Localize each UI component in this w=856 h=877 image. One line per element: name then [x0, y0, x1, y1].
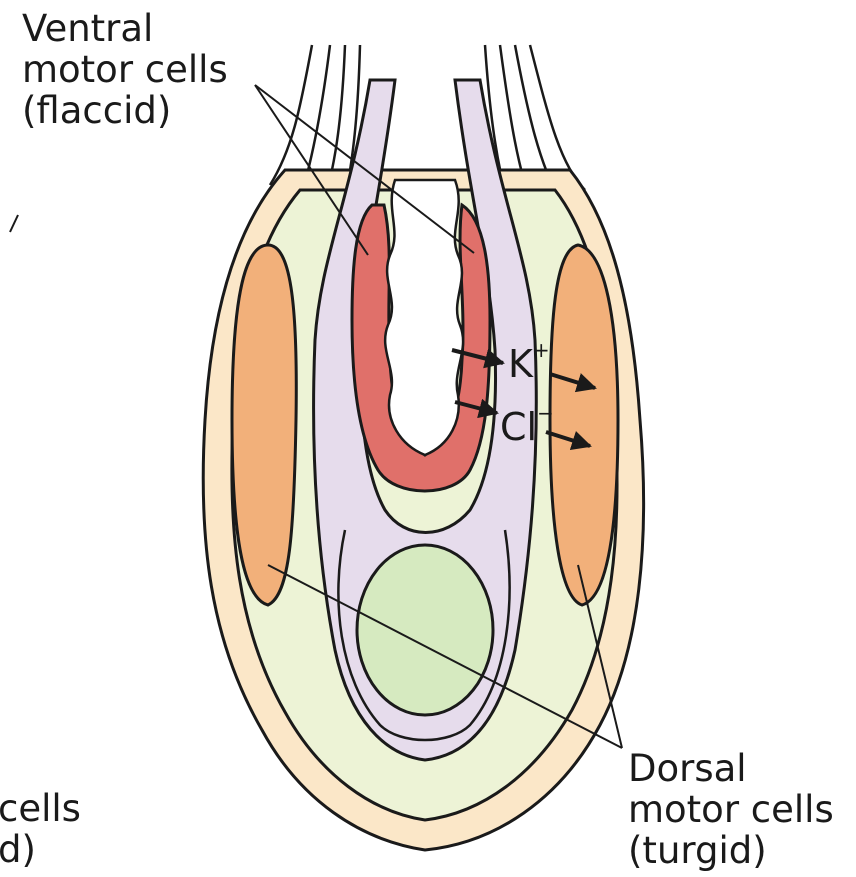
dorsal-label-line-3: (turgid): [628, 830, 834, 871]
ventral-label-line-1: Ventral: [22, 8, 228, 49]
dorsal-motor-cell-left: [232, 245, 296, 605]
potassium-ion-label: K+: [508, 342, 550, 386]
partial-left-label: cells d): [0, 788, 81, 870]
stray-mark: [10, 215, 18, 232]
ventral-motor-cells-label: Ventral motor cells (flaccid): [22, 8, 228, 131]
vascular-core: [357, 545, 493, 715]
dorsal-label-line-1: Dorsal: [628, 748, 834, 789]
central-lumen: [385, 180, 463, 455]
dorsal-motor-cells-label: Dorsal motor cells (turgid): [628, 748, 834, 871]
ventral-label-line-3: (flaccid): [22, 90, 228, 131]
partial-label-line-1: cells: [0, 788, 81, 829]
chloride-ion-label: Cl−: [500, 405, 554, 449]
dorsal-motor-cell-right: [550, 245, 618, 605]
ventral-label-line-2: motor cells: [22, 49, 228, 90]
dorsal-label-line-2: motor cells: [628, 789, 834, 830]
partial-label-line-2: d): [0, 829, 81, 870]
